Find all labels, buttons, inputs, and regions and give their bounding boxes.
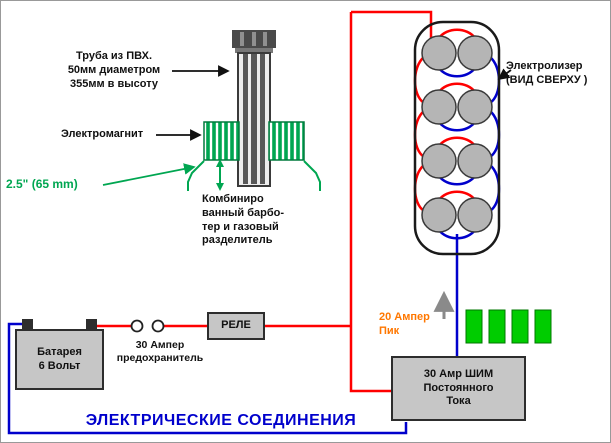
- dimension-leader-arrow-icon: [102, 163, 196, 186]
- electrode-cells: [421, 35, 493, 233]
- electromagnet-label: Электромагнит: [61, 128, 144, 140]
- fuse-label: 30 Ампер предохранитель: [116, 339, 204, 365]
- electrolyzer-label: Электролизер (ВИД СВЕРХУ ): [506, 60, 588, 86]
- battery-label: Батарея 6 Вольт: [37, 345, 82, 372]
- fuse: [130, 319, 165, 333]
- relay-box: РЕЛЕ: [207, 312, 265, 340]
- dimension-label: 2.5" (65 mm): [6, 177, 78, 191]
- battery-box: Батарея 6 Вольт: [15, 329, 104, 390]
- electrolyzer-top-view: [413, 20, 501, 256]
- diagram-title: ЭЛЕКТРИЧЕСКИЕ СОЕДИНЕНИЯ: [85, 412, 357, 429]
- pwm-controller-label: 30 Амр ШИМ Постоянного Тока: [423, 367, 494, 408]
- pvc-tube: [232, 30, 276, 187]
- electromagnet-coil: [203, 121, 305, 161]
- bubbler-label: Комбиниро ванный барбо- тер и газовый ра…: [202, 193, 285, 247]
- dimension-arrow-icon: [216, 159, 224, 191]
- battery-terminals: [22, 319, 97, 329]
- electrolyzer-arrow-icon: [497, 68, 512, 81]
- peak-current-label: 20 Ампер Пик: [379, 311, 430, 337]
- pwm-pulse-waveform: [465, 309, 552, 344]
- pipe-label: Труба из ПВХ. 50мм диаметром 355мм в выс…: [67, 50, 161, 90]
- bubbler-flask: [187, 160, 321, 191]
- pwm-controller-box: 30 Амр ШИМ Постоянного Тока: [391, 356, 526, 421]
- relay-label: РЕЛЕ: [221, 319, 251, 332]
